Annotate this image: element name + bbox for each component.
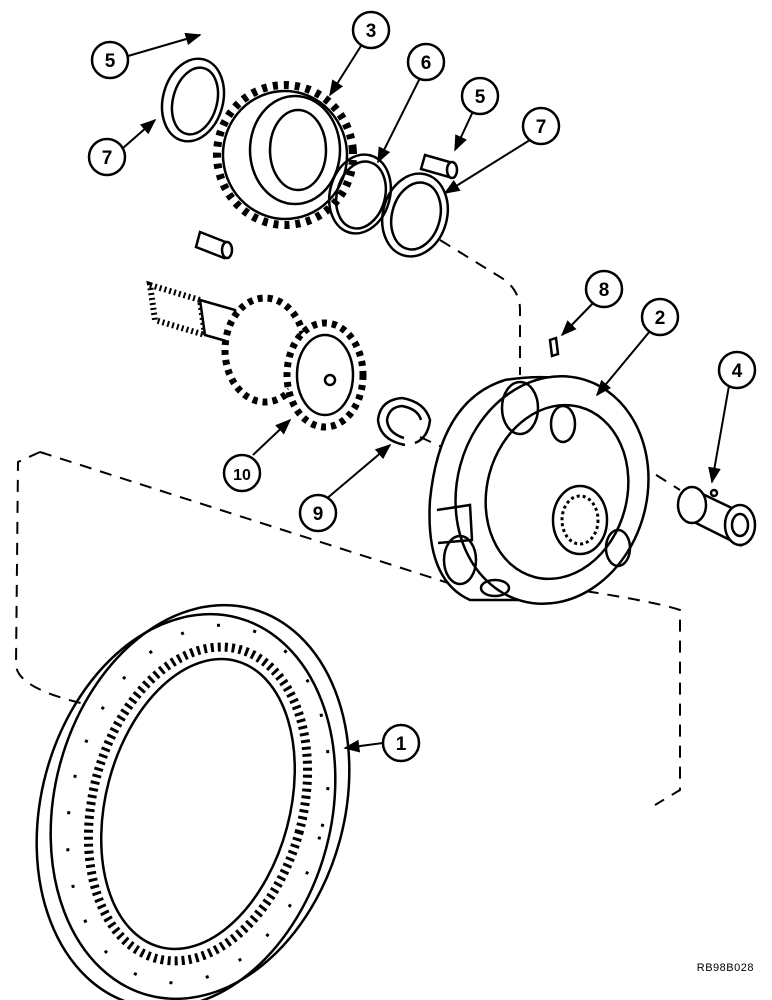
callout-labels: 5 7 3 6 5 7 8 2 4 9 10 1 (102, 21, 743, 755)
planet-gear (212, 81, 358, 229)
figure-reference-code: RB98B028 (696, 962, 754, 974)
snap-ring (376, 396, 432, 447)
ring-gear (35, 603, 351, 1000)
planet-carrier (428, 374, 650, 606)
bearing-ring (327, 153, 393, 235)
coupler-sleeve (676, 485, 757, 548)
callout-leaders (122, 32, 731, 753)
callout-5-right: 5 (475, 87, 486, 108)
callout-8: 8 (599, 280, 610, 301)
callout-circles (87, 10, 757, 763)
callout-9: 9 (313, 504, 324, 525)
callout-1: 1 (396, 734, 407, 755)
callout-4: 4 (732, 361, 743, 382)
thrust-washer-right (380, 172, 450, 258)
roll-pin (548, 336, 560, 358)
callout-5-upper: 5 (105, 51, 116, 72)
callout-3: 3 (366, 21, 377, 42)
planet-pin-right (419, 153, 459, 180)
sun-gear-shaft (146, 280, 367, 431)
thrust-washer-left (160, 57, 226, 143)
callout-10: 10 (233, 467, 251, 484)
callout-6: 6 (421, 53, 432, 74)
callout-7-right: 7 (536, 117, 547, 138)
planet-pin-upper (194, 230, 234, 260)
callout-2: 2 (655, 308, 666, 329)
callout-7-left: 7 (102, 148, 113, 169)
